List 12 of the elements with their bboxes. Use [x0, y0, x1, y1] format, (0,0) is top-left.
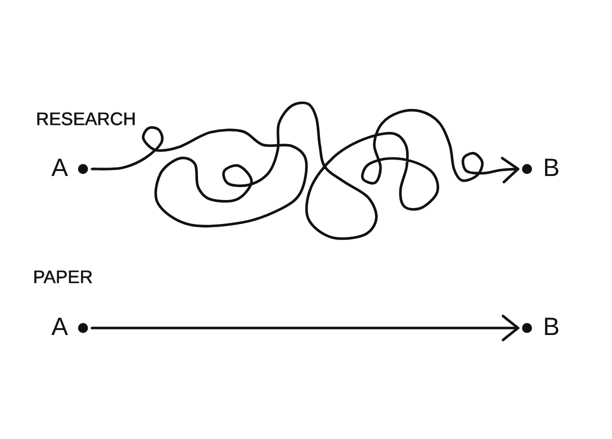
- point-label: B: [543, 315, 560, 340]
- point-label: A: [51, 156, 68, 181]
- point-dot: [522, 323, 532, 333]
- section-heading: PAPER: [33, 268, 93, 286]
- point-label: A: [51, 315, 68, 340]
- point-dot: [522, 164, 532, 174]
- point-dot: [78, 164, 88, 174]
- point-dot: [78, 323, 88, 333]
- straight-arrow: [90, 314, 520, 342]
- section-heading: RESEARCH: [36, 110, 136, 128]
- point-label: B: [543, 156, 560, 181]
- winding-arrow: [90, 101, 520, 240]
